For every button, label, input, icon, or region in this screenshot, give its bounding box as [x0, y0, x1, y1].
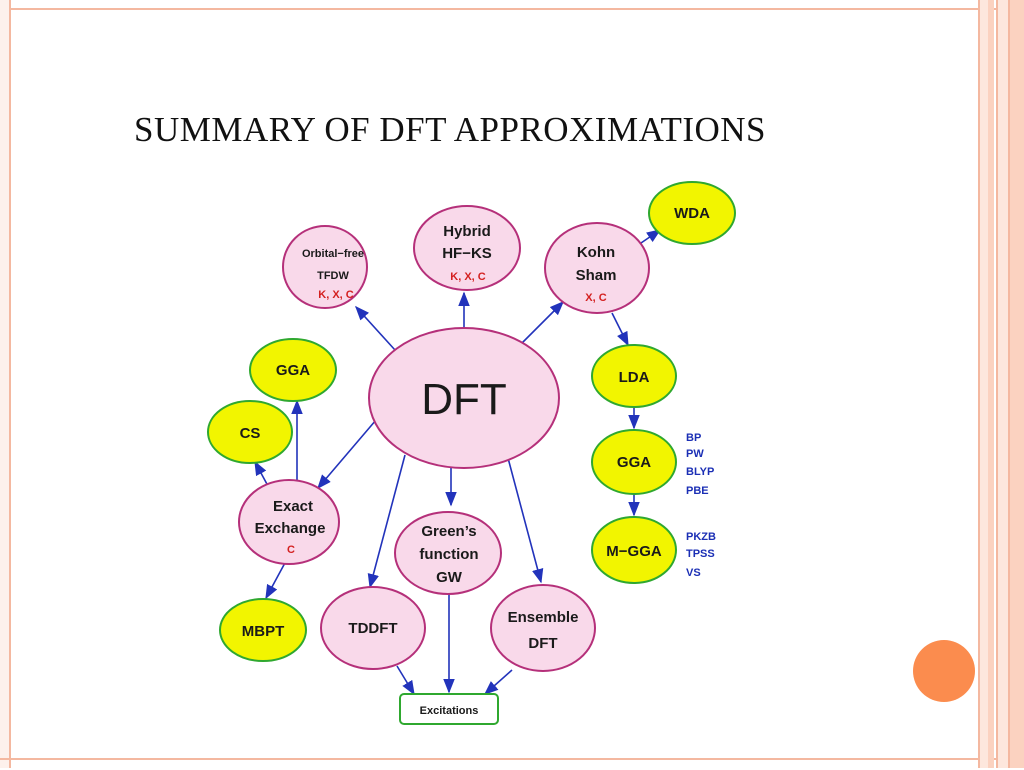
gga-functional-item: BP — [686, 432, 701, 444]
node-m-gga: M−GGA — [591, 516, 677, 584]
mgga-functional-item: TPSS — [686, 548, 715, 560]
svg-text:Exact: Exact — [273, 498, 313, 515]
svg-text:Kohn: Kohn — [577, 244, 615, 261]
svg-text:C: C — [287, 544, 295, 556]
node-kohn-sham: Kohn Sham X, C — [544, 222, 650, 314]
svg-text:CS: CS — [240, 425, 261, 442]
arrow-dft-to-ensemble — [507, 457, 544, 584]
svg-text:LDA: LDA — [619, 369, 650, 386]
gga-functional-item: PW — [686, 448, 704, 460]
svg-text:Ensemble: Ensemble — [508, 609, 579, 626]
arrow-ensemble-to-excitations — [483, 669, 513, 695]
node-wda: WDA — [648, 181, 736, 245]
svg-text:GGA: GGA — [276, 362, 310, 379]
node-lda: LDA — [591, 344, 677, 408]
frame-bottom-border — [0, 758, 1024, 770]
node-orbital-free: Orbital−free TFDW K, X, C — [282, 225, 368, 309]
arrow-dft-to-exact-exchange — [317, 419, 377, 490]
mgga-functional-item: VS — [686, 567, 701, 579]
svg-text:K, X, C: K, X, C — [318, 289, 354, 301]
svg-text:GW: GW — [436, 569, 463, 586]
svg-text:K, X, C: K, X, C — [450, 271, 486, 283]
arrow-dft-to-orbital-free — [355, 305, 396, 351]
svg-text:function: function — [419, 546, 478, 563]
node-ensemble-dft: Ensemble DFT — [490, 584, 596, 672]
gga-functional-item: PBE — [686, 485, 709, 497]
svg-text:Orbital−free: Orbital−free — [302, 248, 364, 260]
svg-text:Green’s: Green’s — [421, 523, 476, 540]
frame-right-stripe-2 — [988, 0, 994, 768]
arrow-dft-to-kohn-sham — [521, 300, 565, 344]
svg-text:GGA: GGA — [617, 454, 651, 471]
svg-text:X, C: X, C — [585, 292, 606, 304]
svg-text:HF−KS: HF−KS — [442, 245, 492, 262]
node-gga-right: GGA — [591, 429, 677, 495]
svg-text:WDA: WDA — [674, 205, 710, 222]
mgga-functional-item: PKZB — [686, 531, 716, 543]
svg-text:MBPT: MBPT — [242, 623, 285, 640]
frame-right-stripe-1 — [978, 0, 988, 768]
arrow-exact-exchange-to-mbpt — [265, 560, 287, 600]
svg-text:DFT: DFT — [421, 375, 507, 424]
arrow-kohn-sham-to-lda — [611, 312, 629, 347]
svg-text:DFT: DFT — [528, 635, 557, 652]
mgga-functional-list: PKZB TPSS VS — [686, 531, 716, 579]
svg-text:TDDFT: TDDFT — [348, 620, 397, 637]
node-cs: CS — [207, 400, 293, 464]
svg-text:Exchange: Exchange — [255, 520, 326, 537]
arrow-exact-exchange-to-cs — [254, 460, 269, 487]
gga-functional-list: BP PW BLYP PBE — [686, 432, 714, 497]
node-excitations: Excitations — [399, 693, 499, 725]
node-hybrid: Hybrid HF−KS K, X, C — [413, 205, 521, 291]
svg-text:Excitations: Excitations — [420, 705, 479, 717]
node-tddft: TDDFT — [320, 586, 426, 670]
svg-text:Sham: Sham — [576, 267, 617, 284]
frame-right-stripe-4 — [1008, 0, 1024, 768]
frame-left-border — [0, 0, 11, 768]
frame-top-border — [0, 0, 1024, 10]
node-gga-left: GGA — [249, 338, 337, 402]
orange-accent-dot — [913, 640, 975, 702]
arrow-dft-to-tddft — [367, 454, 406, 589]
node-dft: DFT — [368, 327, 560, 469]
frame-right-stripe-3 — [996, 0, 1008, 768]
svg-text:TFDW: TFDW — [317, 270, 349, 282]
svg-text:Hybrid: Hybrid — [443, 223, 491, 240]
node-greens-function: Green’s function GW — [394, 511, 502, 595]
gga-functional-item: BLYP — [686, 466, 714, 478]
connector-arrows — [254, 229, 662, 696]
arrow-tddft-to-excitations — [396, 665, 415, 696]
slide-title: SUMMARY OF DFT APPROXIMATIONS — [134, 110, 767, 149]
node-exact-exchange: Exact Exchange C — [238, 479, 340, 565]
node-mbpt: MBPT — [219, 598, 307, 662]
svg-text:M−GGA: M−GGA — [606, 543, 662, 560]
